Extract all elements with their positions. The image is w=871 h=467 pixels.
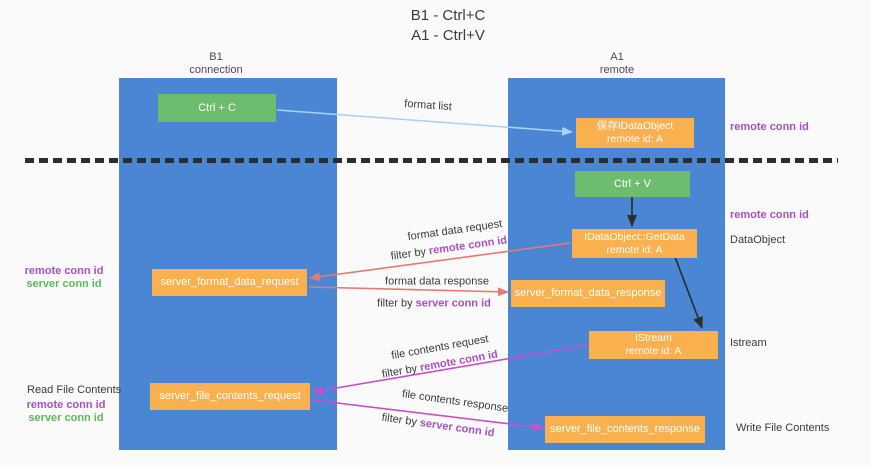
format-data-response-label: format data response	[385, 275, 489, 288]
column-header-a1: A1 remote	[567, 51, 667, 77]
filter-prefix-2: filter by	[377, 297, 416, 310]
ctrl-v-box: Ctrl + V	[575, 171, 690, 197]
server-format-data-request-box: server_format_data_request	[152, 269, 307, 296]
right-remote-conn-id-2: remote conn id	[730, 209, 809, 221]
filter-highlight-2: server conn id	[415, 297, 491, 310]
right-remote-conn-id-1: remote conn id	[730, 121, 809, 133]
title-line-2: A1 - Ctrl+V	[411, 27, 485, 44]
server-format-data-request-label: server_format_data_request	[160, 276, 299, 288]
filter-by-server-conn-id-2: filter by server conn id	[381, 412, 495, 441]
column-a1-role: remote	[599, 64, 635, 76]
istream-box: IStream remote id: A	[589, 331, 718, 359]
getdata-line2: remote id: A	[606, 243, 663, 256]
left-server-conn-id-2: server conn id	[28, 412, 104, 424]
filter-prefix-4: filter by	[380, 411, 421, 429]
left-conn-id-block-2: remote conn id server conn id	[16, 399, 116, 425]
ctrl-c-box: Ctrl + C	[158, 94, 276, 122]
read-file-contents-annotation: Read File Contents	[27, 384, 122, 396]
file-contents-response-label: file contents response	[401, 388, 509, 415]
dataobject-annotation: DataObject	[730, 234, 786, 246]
istream-annotation: Istream	[730, 337, 767, 349]
left-server-conn-id-1: server conn id	[26, 278, 102, 290]
save-idataobject-box: 保存IDataObject remote id: A	[576, 118, 694, 148]
save-idataobject-line2: remote id: A	[606, 133, 664, 145]
istream-line1: IStream	[635, 332, 672, 344]
save-idataobject-line1: 保存IDataObject	[596, 120, 674, 132]
filter-by-server-conn-id-1: filter by server conn id	[377, 298, 491, 311]
left-conn-id-block-1: remote conn id server conn id	[14, 265, 114, 291]
server-file-contents-response-box: server_file_contents_response	[545, 416, 705, 443]
server-format-data-response-box: server_format_data_response	[511, 280, 665, 307]
getdata-line1: IDataObject::GetData	[584, 230, 685, 243]
server-file-contents-request-label: server_file_contents_request	[159, 390, 301, 402]
filter-prefix-3: filter by	[381, 362, 422, 381]
filter-highlight-4: server conn id	[419, 417, 496, 440]
server-file-contents-request-box: server_file_contents_request	[150, 383, 310, 410]
left-remote-conn-id-2: remote conn id	[26, 399, 106, 411]
column-header-b1: B1 connection	[166, 51, 266, 77]
column-a1-name: A1	[610, 51, 624, 63]
ctrl-c-label: Ctrl + C	[198, 101, 236, 114]
istream-line2: remote id: A	[625, 345, 682, 357]
server-format-data-response-label: server_format_data_response	[514, 287, 662, 299]
column-b1-name: B1	[209, 51, 223, 63]
diagram-title: B1 - Ctrl+C A1 - Ctrl+V	[348, 6, 548, 46]
write-file-contents-annotation: Write File Contents	[736, 422, 830, 434]
machine-boundary-dashed-line	[25, 158, 838, 163]
left-remote-conn-id-1: remote conn id	[24, 265, 104, 277]
ctrl-v-label: Ctrl + V	[614, 177, 651, 190]
server-file-contents-response-label: server_file_contents_response	[550, 423, 700, 435]
idataobject-getdata-box: IDataObject::GetData remote id: A	[572, 229, 697, 258]
title-line-1: B1 - Ctrl+C	[410, 7, 486, 24]
format-list-label: format list	[403, 97, 453, 114]
column-b1-role: connection	[189, 64, 243, 76]
filter-prefix-1: filter by	[389, 245, 430, 263]
